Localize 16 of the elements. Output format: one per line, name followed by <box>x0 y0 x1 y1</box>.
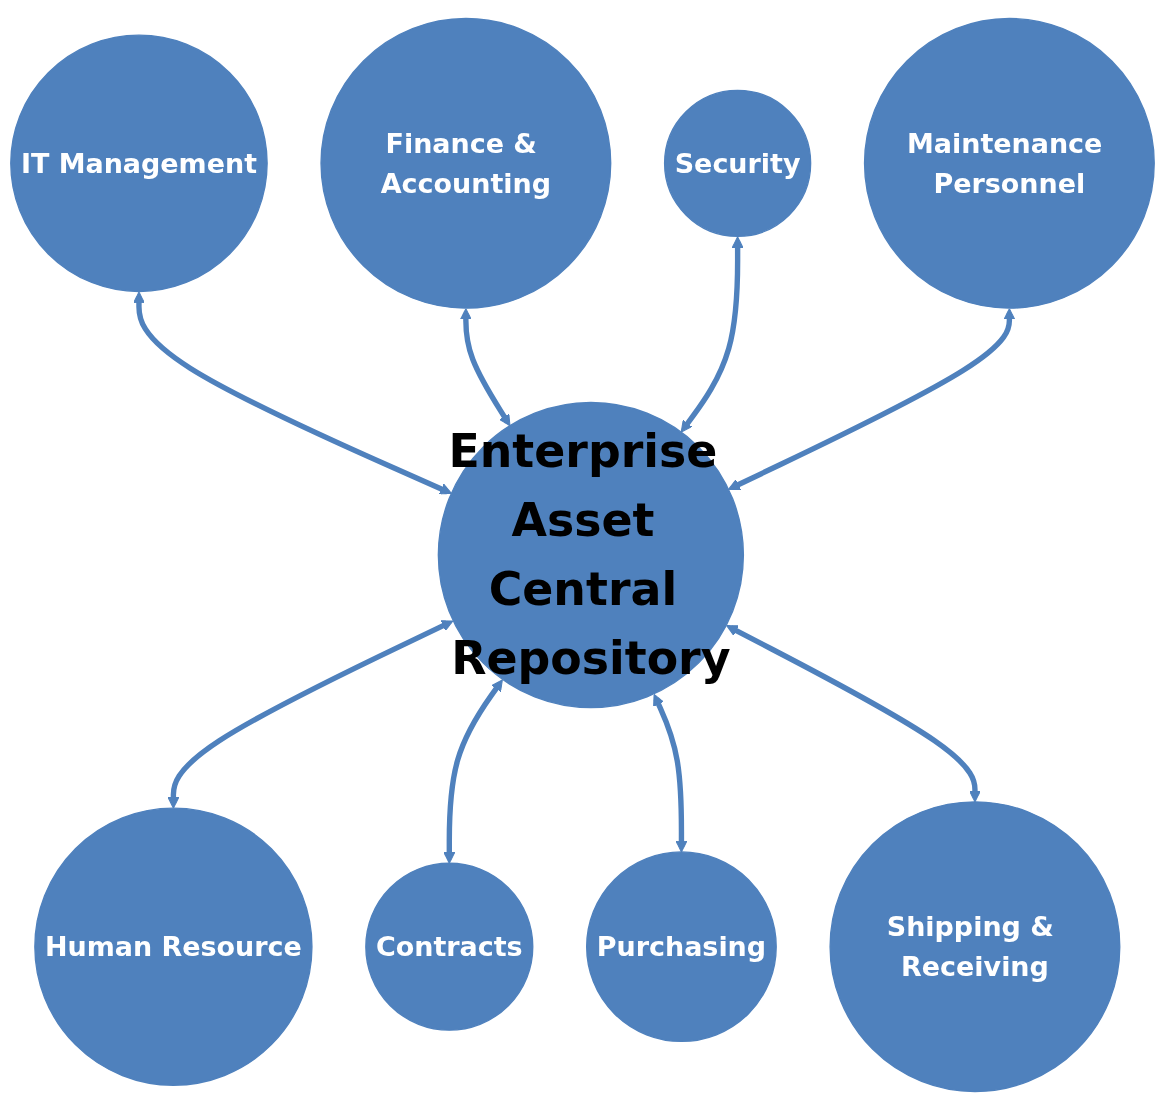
arrow <box>728 308 1016 491</box>
arrow <box>443 679 503 864</box>
node-circle: Contracts <box>365 862 534 1031</box>
node-circle: Shipping & Receiving <box>829 801 1121 1093</box>
arrow <box>653 693 688 853</box>
arrow <box>459 308 511 427</box>
node-circle: Maintenance Personnel <box>863 17 1155 309</box>
arrow <box>726 625 981 803</box>
arrow <box>133 291 452 495</box>
node-circle: IT Management <box>10 34 268 293</box>
node-circle: Finance & Accounting <box>320 17 612 309</box>
node-circle: Purchasing <box>586 851 777 1043</box>
arrow <box>680 236 744 433</box>
node-circle: Security <box>663 89 812 237</box>
arrow <box>167 620 454 809</box>
node-circle: Human Resource <box>34 807 313 1086</box>
